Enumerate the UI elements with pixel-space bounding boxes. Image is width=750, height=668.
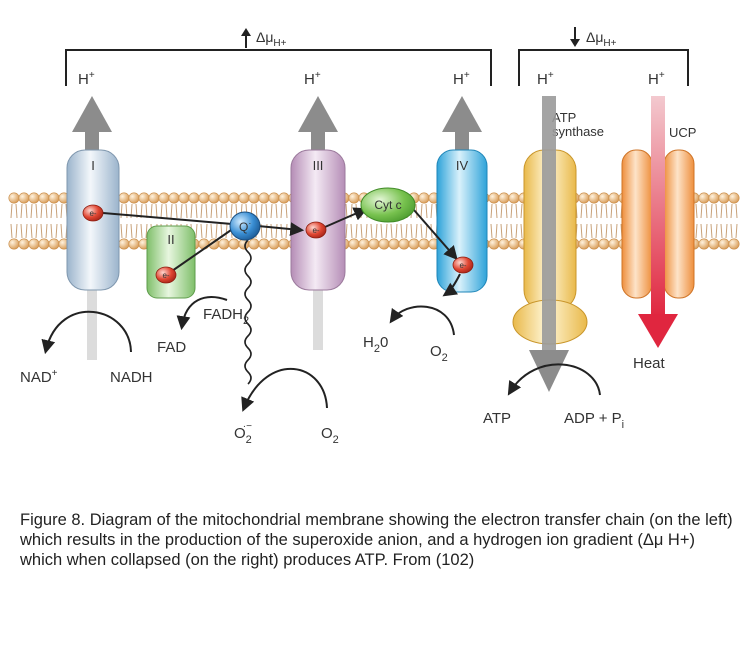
figure-caption: Figure 8. Diagram of the mitochondrial m… bbox=[20, 511, 733, 569]
ucp-heat-arrow bbox=[638, 96, 678, 348]
electron-complex-iv: e- bbox=[452, 256, 474, 274]
gradient-bracket-left bbox=[65, 49, 492, 86]
q-label: Q· bbox=[239, 218, 251, 234]
h-plus-label-ucp: H+ bbox=[648, 70, 665, 88]
up-arrow-icon bbox=[241, 28, 251, 48]
superoxide-label: O2·− bbox=[234, 421, 252, 446]
ucp-left-half bbox=[621, 149, 653, 299]
o2-label-superoxide: O2 bbox=[321, 425, 339, 446]
h-plus-label-3: H+ bbox=[304, 70, 321, 88]
heat-label: Heat bbox=[633, 355, 666, 372]
electron-complex-iii: e- bbox=[305, 221, 327, 239]
complex-iii-label: III bbox=[313, 158, 324, 173]
cytochrome-c bbox=[360, 187, 416, 223]
ucp-right-half bbox=[663, 149, 695, 299]
delta-mu-left: ΔμH+ bbox=[256, 29, 287, 49]
adp-pi-label: ADP + Pi bbox=[564, 410, 624, 431]
h-plus-label-atp: H+ bbox=[537, 70, 554, 88]
mitochondrial-membrane-diagram: ΔμH+ ΔμH+ H+ H+ H+ H+ H+ I II III IV ATP… bbox=[8, 27, 740, 446]
fad-label: FAD bbox=[157, 339, 186, 356]
atp-proton-arrow bbox=[529, 96, 569, 392]
h-plus-label-1: H+ bbox=[78, 70, 95, 88]
ucp-label: UCP bbox=[669, 125, 696, 140]
complex-iii bbox=[290, 149, 346, 291]
gradient-bracket-right bbox=[518, 49, 689, 86]
electron-complex-i: e- bbox=[82, 204, 104, 222]
svg-text:e-: e- bbox=[312, 226, 319, 235]
down-arrow-icon bbox=[570, 27, 580, 47]
cytochrome-c-label: Cyt c bbox=[374, 198, 401, 212]
ubiquinone-q bbox=[229, 211, 261, 241]
svg-text:e-: e- bbox=[162, 271, 169, 280]
svg-text:e-: e- bbox=[459, 261, 466, 270]
fadh2-label: FADH2 bbox=[203, 306, 249, 327]
electron-complex-ii: e- bbox=[155, 266, 177, 284]
superoxide-wavy-line bbox=[244, 239, 252, 385]
complex-ii-label: II bbox=[167, 232, 174, 247]
h-plus-label-4: H+ bbox=[453, 70, 470, 88]
complex-iv-label: IV bbox=[456, 158, 469, 173]
nad-plus-label: NAD+ bbox=[20, 368, 58, 386]
complex-i-label: I bbox=[91, 158, 95, 173]
delta-mu-right: ΔμH+ bbox=[586, 29, 617, 49]
nadh-label: NADH bbox=[110, 369, 153, 386]
atp-label: ATP bbox=[483, 410, 511, 427]
svg-text:e-: e- bbox=[89, 209, 96, 218]
o2-label-complex-iv: O2 bbox=[430, 343, 448, 364]
h2o-label: H20 bbox=[363, 334, 388, 355]
